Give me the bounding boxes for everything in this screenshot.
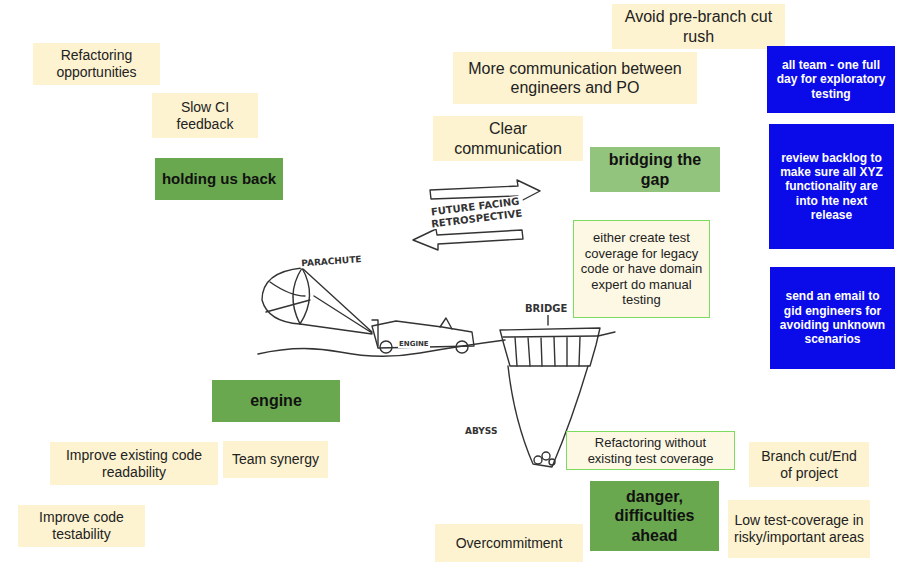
bridge-arches <box>503 336 598 366</box>
theme-box: holding us back <box>155 158 283 200</box>
note-text: Clear communication <box>439 119 577 157</box>
note-text: either create test coverage for legacy c… <box>580 230 703 308</box>
ground <box>598 332 615 336</box>
sketch-label-holder: PARACHUTE <box>299 248 370 271</box>
note-text: Overcommitment <box>456 535 563 552</box>
note-text: review backlog to make sure all XYZ func… <box>775 151 888 223</box>
sticky-note: Team synergy <box>223 441 328 478</box>
note-text: Low test-coverage in risky/important are… <box>734 512 864 546</box>
car-body <box>372 321 474 348</box>
note-text: Improve existing code readability <box>56 447 212 481</box>
sticky-note: More communication between engineers and… <box>453 52 697 104</box>
sticky-note: Slow CI feedback <box>152 93 258 138</box>
theme-box: danger, difficulties ahead <box>590 481 719 551</box>
note-text: danger, difficulties ahead <box>596 487 713 545</box>
backward-arrow <box>413 229 523 250</box>
sketch-label-holder: ABYSS <box>464 420 504 438</box>
note-text: bridging the gap <box>596 150 714 188</box>
sketch-label-holder: ENGINE <box>398 332 438 350</box>
note-text: Team synergy <box>232 451 319 468</box>
note-text: all team - one full day for exploratory … <box>773 58 889 101</box>
sketch-label-holder: BRIDGE <box>524 298 574 316</box>
rock <box>534 456 542 464</box>
car-wheel <box>380 341 392 353</box>
sticky-note: Refactoring opportunities <box>33 43 160 85</box>
theme-box: engine <box>212 380 340 422</box>
rock <box>549 459 555 465</box>
sticky-note: Low test-coverage in risky/important are… <box>728 500 870 558</box>
parachute-ribs <box>266 268 310 324</box>
sketch-label: ABYSS <box>464 426 498 436</box>
sticky-note: Overcommitment <box>435 524 583 562</box>
note-text: Refactoring opportunities <box>39 47 154 81</box>
highlight-note: either create test coverage for legacy c… <box>573 220 710 318</box>
sketch-label-holder: FUTURE FACING RETROSPECTIVE <box>427 195 525 231</box>
ground <box>258 340 505 356</box>
rock <box>542 452 550 460</box>
sticky-note: Avoid pre-branch cut rush <box>612 4 785 48</box>
sketch-label: BRIDGE <box>524 303 568 315</box>
note-text: engine <box>250 391 302 410</box>
note-text: holding us back <box>162 170 276 188</box>
bridge-leader <box>547 313 548 325</box>
action-note: send an email to gid engineers for avoid… <box>770 267 895 369</box>
note-text: Slow CI feedback <box>158 99 252 133</box>
theme-box: bridging the gap <box>590 147 720 191</box>
sticky-note: Branch cut/End of project <box>749 442 869 487</box>
highlight-note: Refactoring without existing test covera… <box>566 431 735 470</box>
sketch-label: FUTURE FACING RETROSPECTIVE <box>427 195 525 230</box>
bridge <box>500 328 600 366</box>
action-note: all team - one full day for exploratory … <box>767 46 895 113</box>
note-text: Avoid pre-branch cut rush <box>618 7 779 45</box>
parachute-canopy <box>262 268 310 324</box>
note-text: Branch cut/End of project <box>755 448 863 482</box>
parachute-lines <box>300 268 372 334</box>
action-note: review backlog to make sure all XYZ func… <box>769 124 894 249</box>
sketch-label: ENGINE <box>398 340 430 348</box>
sticky-note: Clear communication <box>433 116 583 160</box>
note-text: More communication between engineers and… <box>459 59 691 97</box>
note-text: Refactoring without existing test covera… <box>573 435 728 466</box>
note-text: Improve code testability <box>24 509 139 543</box>
note-text: send an email to gid engineers for avoid… <box>776 289 889 347</box>
sketch-label: PARACHUTE <box>300 254 363 269</box>
sticky-note: Improve code testability <box>18 505 145 547</box>
sticky-note: Improve existing code readability <box>50 442 218 485</box>
